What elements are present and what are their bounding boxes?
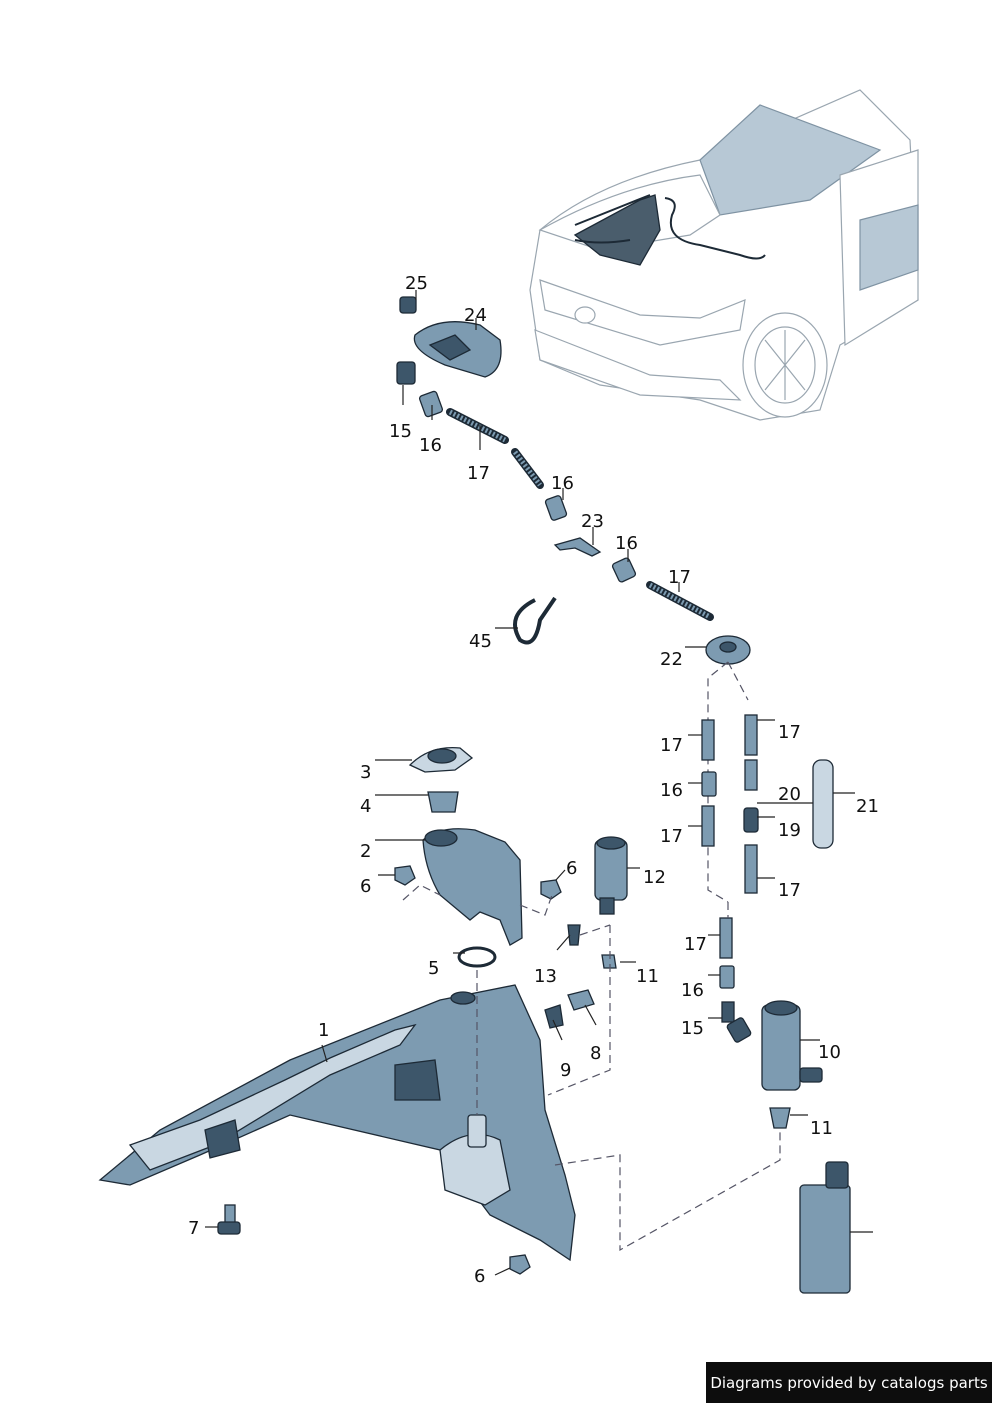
washer-pump-lower (761, 1000, 823, 1129)
callout-16: 16 (660, 780, 683, 801)
callout-9: 9 (560, 1060, 572, 1081)
leader-lines (205, 290, 873, 1276)
protective-sleeve (812, 759, 834, 849)
callout-2: 2 (360, 841, 372, 862)
callout-23: 24 (464, 305, 487, 326)
callout-25: 45 (469, 631, 492, 652)
cable-tie (513, 596, 557, 645)
sealing-ring (457, 946, 497, 968)
callout-16: 16 (615, 533, 638, 554)
callout-11: 11 (636, 966, 659, 987)
callout-16: 16 (681, 980, 704, 1001)
callout-15: 15 (389, 421, 412, 442)
callout-17: 17 (660, 735, 683, 756)
car-illustration (529, 89, 919, 421)
footer-credit: Diagrams provided by catalogs parts (706, 1362, 992, 1403)
callout-17: 17 (467, 463, 490, 484)
washer-nozzle (396, 296, 502, 418)
washer-hose-upper (446, 408, 751, 665)
washer-fluid-bottle (799, 1161, 851, 1294)
callout-5: 5 (428, 958, 440, 979)
callout-4: 4 (360, 796, 372, 817)
callout-18: 19 (778, 820, 801, 841)
callout-24: 25 (405, 273, 428, 294)
dashed-relation-lines (402, 884, 781, 1252)
callout-17: 17 (660, 826, 683, 847)
callout-15: 15 (681, 1018, 704, 1039)
callout-21: 22 (660, 649, 683, 670)
callout-8: 8 (590, 1043, 602, 1064)
callout-7: 7 (188, 1218, 200, 1239)
callout-6: 6 (360, 876, 372, 897)
callout-17: 17 (668, 567, 691, 588)
callout-1: 1 (318, 1020, 330, 1041)
callout-6: 6 (474, 1266, 486, 1287)
washer-pump-upper (594, 836, 628, 915)
callout-16: 16 (551, 473, 574, 494)
callout-22: 23 (581, 511, 604, 532)
washer-reservoir (98, 984, 576, 1262)
callout-17: 17 (684, 934, 707, 955)
callout-17: 17 (778, 722, 801, 743)
nuts (394, 865, 562, 1275)
callout-3: 3 (360, 762, 372, 783)
callout-17: 17 (778, 880, 801, 901)
callout-12: 12 (643, 867, 666, 888)
callout-6: 6 (566, 858, 578, 879)
filler-neck (422, 828, 523, 946)
strainer (427, 791, 459, 813)
callout-13: 13 (534, 966, 557, 987)
callout-20: 21 (856, 796, 879, 817)
grommets-small (544, 924, 617, 1029)
callout-16: 16 (419, 435, 442, 456)
callout-11: 11 (810, 1118, 833, 1139)
bolt (217, 1204, 241, 1235)
filler-cap (408, 746, 474, 773)
callout-19: 20 (778, 784, 801, 805)
hose-stack (701, 661, 759, 1043)
callout-10: 10 (818, 1042, 841, 1063)
